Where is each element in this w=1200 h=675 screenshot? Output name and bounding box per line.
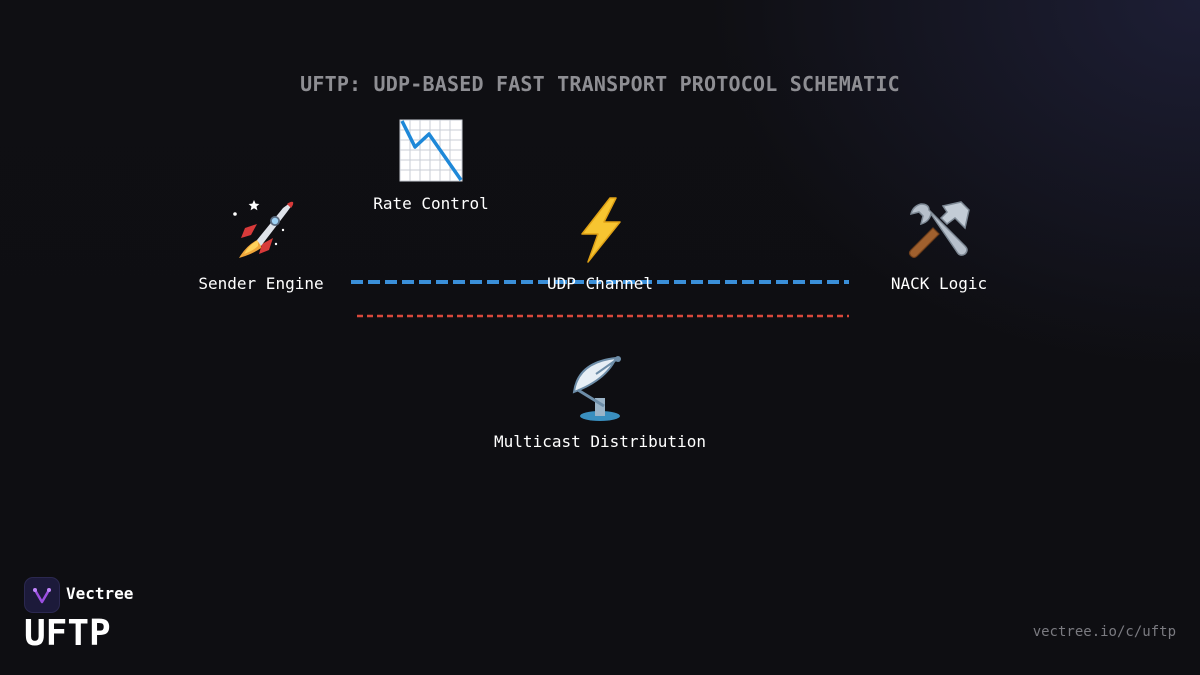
link-udp-channel xyxy=(351,280,849,284)
node-label-multicast-distribution: Multicast Distribution xyxy=(494,432,706,451)
rocket-icon xyxy=(233,200,294,258)
link-multicast xyxy=(357,314,849,318)
node-label-udp-channel: UDP Channel xyxy=(547,274,653,293)
diagram-title: UFTP: UDP-BASED FAST TRANSPORT PROTOCOL … xyxy=(300,72,900,96)
product-title: UFTP xyxy=(24,613,111,654)
node-udp-channel: UDP Channel xyxy=(480,194,720,293)
node-label-rate-control: Rate Control xyxy=(373,194,489,213)
node-sender-engine: Sender Engine xyxy=(141,194,381,293)
chart-decreasing-icon xyxy=(399,119,463,182)
vectree-logo-icon xyxy=(24,577,60,613)
footer-url[interactable]: vectree.io/c/uftp xyxy=(1032,624,1176,640)
node-rate-control: Rate Control xyxy=(311,114,551,213)
node-label-sender-engine: Sender Engine xyxy=(198,274,324,293)
brand-name: Vectree xyxy=(66,584,134,603)
satellite-dish-icon xyxy=(572,356,621,421)
node-nack-logic: NACK Logic xyxy=(819,194,1059,293)
hammer-wrench-icon xyxy=(908,201,970,259)
lightning-icon xyxy=(581,197,621,263)
node-multicast-distribution: Multicast Distribution xyxy=(480,352,720,451)
node-label-nack-logic: NACK Logic xyxy=(890,274,988,293)
